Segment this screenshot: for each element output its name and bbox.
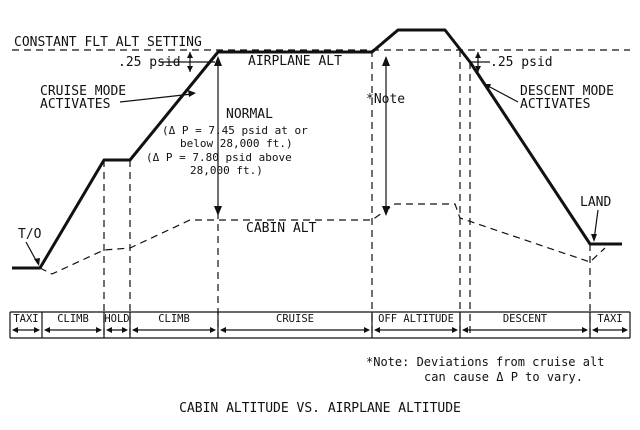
dp-line-4: 28,000 ft.) — [190, 164, 263, 177]
land-arrow — [591, 234, 597, 242]
descent-mode-label-2: ACTIVATES — [520, 97, 590, 112]
phase-arrow-right — [34, 327, 40, 333]
takeoff-label: T/O — [18, 227, 42, 242]
phase-arrow-left — [462, 327, 468, 333]
psid-right-label: .25 psid — [490, 55, 553, 70]
cabin-alt-label: CABIN ALT — [246, 221, 317, 236]
normal-arrow-down — [214, 206, 222, 216]
psid-right-arrow-down — [475, 66, 481, 72]
descent-mode-arrow — [484, 84, 491, 91]
phase-arrow-right — [122, 327, 128, 333]
normal-label: NORMAL — [226, 107, 273, 122]
note-arrow-up — [382, 56, 390, 66]
descent-mode-label-1: DESCENT MODE — [520, 84, 614, 99]
dp-line-2: below 28,000 ft.) — [180, 137, 293, 150]
cruise-mode-label-1: CRUISE MODE — [40, 84, 126, 99]
phase-arrow-right — [96, 327, 102, 333]
normal-arrow-up — [214, 56, 222, 66]
takeoff-arrow — [34, 258, 40, 266]
dp-line-3: (Δ P = 7.80 psid above — [146, 151, 292, 164]
phase-band: TAXI CLIMB HOLD CLIMB CRUISE OFF ALTITUDE DESC… — [12, 312, 628, 338]
phase-arrow-right — [622, 327, 628, 333]
psid-left-label: .25 psid — [118, 55, 181, 70]
dp-line-1: (Δ P = 7.45 psid at or — [162, 124, 308, 137]
phase-label: CLIMB — [158, 313, 190, 325]
note-line-1: *Note: Deviations from cruise alt — [366, 355, 604, 369]
phase-label: TAXI — [13, 313, 38, 325]
phase-arrow-right — [582, 327, 588, 333]
phase-arrow-left — [592, 327, 598, 333]
land-label: LAND — [580, 195, 611, 210]
descent-mode-leader — [487, 85, 519, 103]
note-line-2: can cause Δ P to vary. — [424, 370, 583, 384]
phase-arrow-right — [364, 327, 370, 333]
phase-arrow-left — [44, 327, 50, 333]
airplane-alt-label: AIRPLANE ALT — [248, 54, 342, 69]
phase-arrow-right — [452, 327, 458, 333]
phase-label: TAXI — [597, 313, 622, 325]
phase-label: CRUISE — [276, 313, 314, 325]
phase-arrow-left — [12, 327, 18, 333]
phase-arrow-left — [106, 327, 112, 333]
cruise-mode-label-2: ACTIVATES — [40, 97, 110, 112]
phase-label: CLIMB — [57, 313, 89, 325]
cruise-mode-leader — [119, 93, 193, 103]
phase-arrow-left — [132, 327, 138, 333]
diagram-title: CABIN ALTITUDE VS. AIRPLANE ALTITUDE — [179, 401, 461, 416]
phase-arrow-left — [220, 327, 226, 333]
phase-arrow-left — [374, 327, 380, 333]
phase-label: OFF ALTITUDE — [378, 313, 454, 325]
phase-label: HOLD — [104, 313, 129, 325]
phase-arrow-right — [210, 327, 216, 333]
cruise-mode-arrow — [188, 90, 196, 97]
psid-right-arrow-up — [475, 52, 481, 58]
constant-flt-alt-label: CONSTANT FLT ALT SETTING — [14, 35, 202, 50]
phase-label: DESCENT — [503, 313, 548, 325]
psid-left-arrow-up — [187, 52, 193, 58]
note-arrow-down — [382, 206, 390, 216]
psid-left-arrow-down — [187, 66, 193, 72]
note-marker-label: *Note — [366, 92, 405, 107]
cabin-alt-line — [39, 203, 606, 275]
